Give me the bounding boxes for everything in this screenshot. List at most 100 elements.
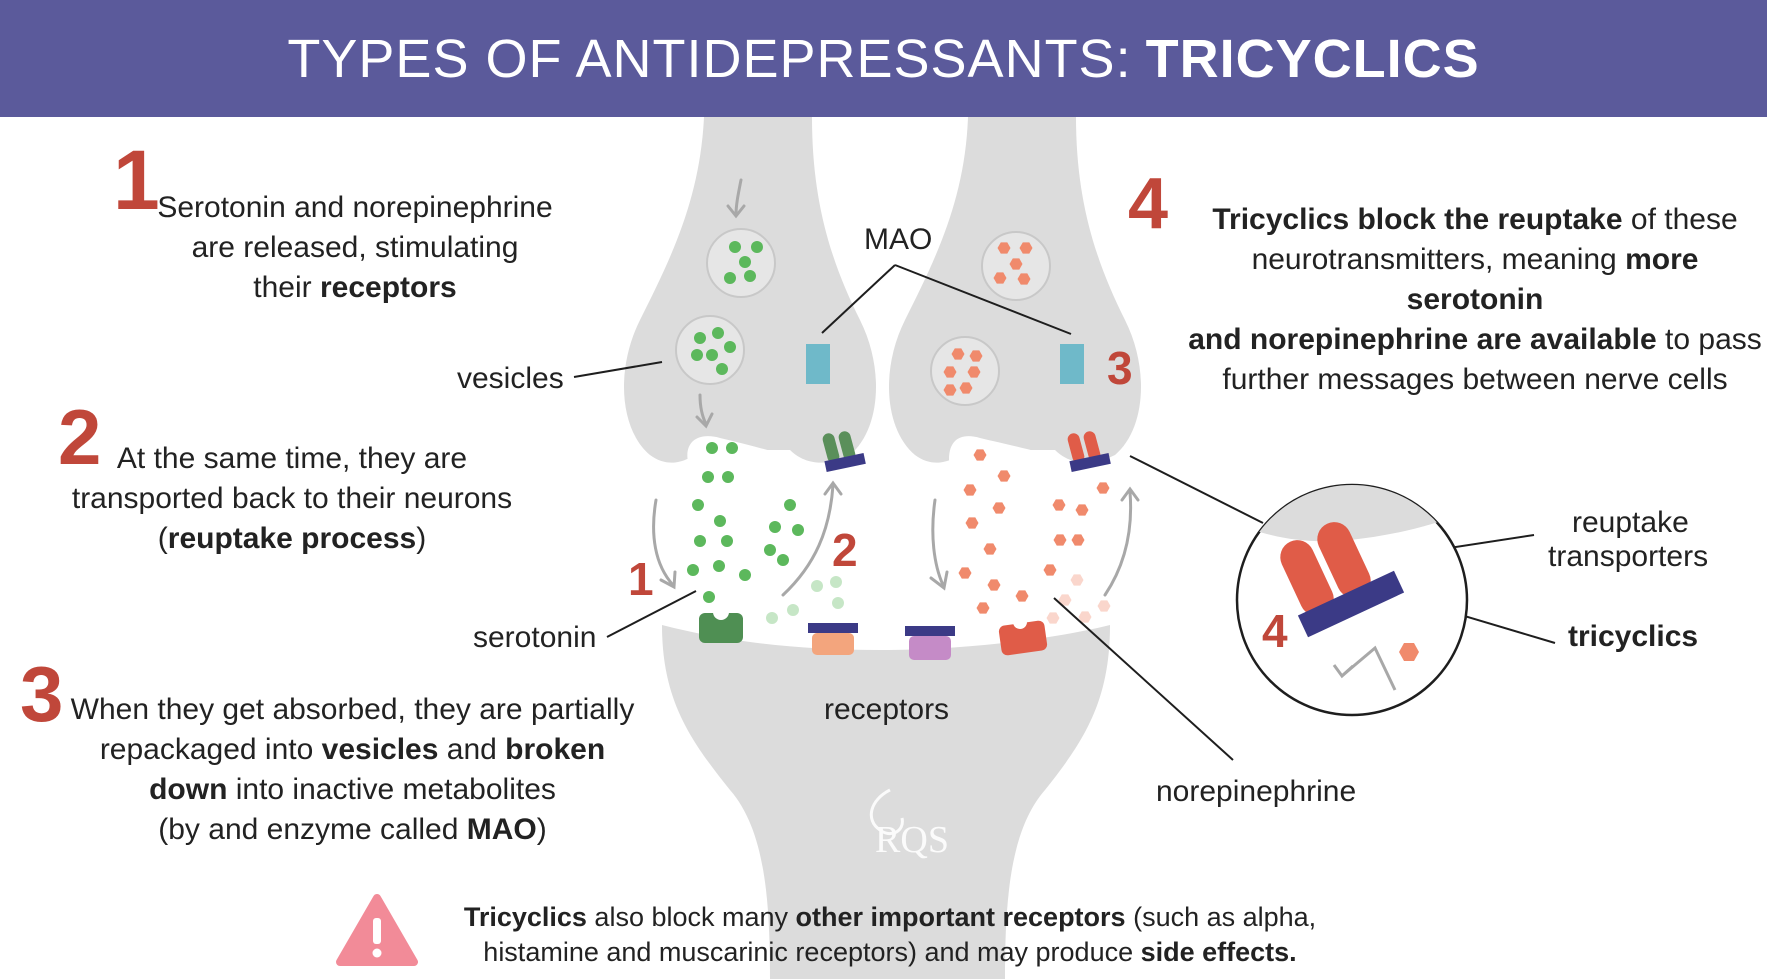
norepinephrine-molecule	[943, 384, 957, 396]
terminal-serotonin	[666, 436, 861, 620]
text-run: to pass	[1656, 323, 1762, 356]
text-run: (	[157, 522, 168, 555]
norepinephrine-molecule	[1043, 564, 1057, 576]
norepinephrine-molecule	[1097, 600, 1111, 612]
text-run-bold: receptors	[319, 271, 457, 304]
mao-enzyme-left	[806, 344, 830, 384]
serotonin-molecule	[787, 604, 799, 616]
diagram-marker-4: 4	[1262, 605, 1288, 657]
norepinephrine-molecule	[976, 602, 990, 614]
serotonin-molecule	[691, 349, 703, 361]
mao-enzyme-right	[1060, 344, 1084, 384]
norepinephrine-molecule	[967, 366, 981, 378]
serotonin-molecule	[751, 241, 763, 253]
norepinephrine-molecule	[983, 543, 997, 555]
norepinephrine-molecule	[997, 242, 1011, 254]
text-run-bold: side effects.	[1140, 937, 1297, 967]
norepinephrine-molecule	[1078, 611, 1092, 623]
step-number-2: 2	[58, 393, 102, 481]
norepinephrine-molecule	[973, 449, 987, 461]
label-mao: MAO	[864, 223, 933, 256]
text-run-bold: Tricyclics block the reuptake	[1212, 203, 1623, 236]
step-text-2: At the same time, they are transported ba…	[62, 439, 522, 559]
serotonin-molecule	[716, 363, 728, 375]
norepinephrine-molecule	[1052, 499, 1066, 511]
flow-arrows	[652, 178, 1140, 597]
text-run: When they get absorbed, they are partial…	[70, 693, 635, 726]
text-run: histamine and muscarinic receptors) and …	[483, 937, 1141, 967]
serotonin-molecule	[706, 442, 718, 454]
norepinephrine-molecule	[1053, 534, 1067, 546]
text-run: are released, stimulating	[191, 231, 519, 264]
norepinephrine-molecule	[1009, 258, 1023, 270]
serotonin-molecule	[739, 256, 751, 268]
text-run-bold: MAO	[466, 813, 537, 846]
text-run: (such as alpha,	[1125, 902, 1317, 932]
warning-icon	[336, 894, 418, 966]
serotonin-molecule	[777, 554, 789, 566]
neurotransmitter-molecules	[687, 241, 1111, 624]
norepinephrine-molecule	[1019, 242, 1033, 254]
norepinephrine-molecule	[1096, 482, 1110, 494]
text-run-bold: vesicles	[321, 733, 439, 766]
serotonin-molecule	[713, 560, 725, 572]
serotonin-molecule	[830, 576, 842, 588]
text-run: further messages between nerve cells	[1222, 363, 1728, 396]
serotonin-molecule	[766, 612, 778, 624]
step-number-3: 3	[20, 650, 64, 738]
text-run: also block many	[586, 902, 796, 932]
serotonin-molecule	[729, 241, 741, 253]
vesicle	[930, 336, 1000, 406]
serotonin-molecule	[764, 544, 776, 556]
norepinephrine-molecule	[1058, 594, 1072, 606]
serotonin-molecule	[784, 499, 796, 511]
diagram-marker-2: 2	[832, 524, 858, 576]
label-receptors: receptors	[824, 693, 950, 726]
serotonin-molecule	[792, 524, 804, 536]
text-run: into inactive metabolites	[227, 773, 556, 806]
serotonin-molecule	[703, 591, 715, 603]
label-tricyclics: tricyclics	[1568, 620, 1699, 653]
text-run: neurotransmitters, meaning	[1251, 243, 1626, 276]
text-run: (by and enzyme called	[158, 813, 467, 846]
text-run: At the same time, they are	[116, 442, 468, 475]
warning-text: Tricyclics also block many other importa…	[460, 900, 1320, 970]
label-serotonin: serotonin	[473, 621, 597, 654]
serotonin-molecule	[724, 272, 736, 284]
label-norepinephrine: norepinephrine	[1156, 775, 1357, 808]
page-title: TYPES OF ANTIDEPRESSANTS: TRICYCLICS	[0, 0, 1767, 117]
norepinephrine-molecule	[951, 348, 965, 360]
norepinephrine-molecule	[1015, 590, 1029, 602]
diagram-marker-1: 1	[628, 553, 654, 605]
text-run: their	[253, 271, 320, 304]
serotonin-molecule	[832, 597, 844, 609]
text-run: transported back to their neurons	[71, 482, 513, 515]
text-run-bold: down	[149, 773, 228, 806]
norepinephrine-molecule	[1070, 574, 1084, 586]
serotonin-molecule	[721, 535, 733, 547]
transporter-norepinephrine	[1067, 431, 1111, 473]
step-number-4: 4	[1128, 164, 1169, 244]
serotonin-molecule	[769, 521, 781, 533]
serotonin-molecule	[744, 270, 756, 282]
serotonin-molecule	[702, 471, 714, 483]
norepinephrine-molecule	[992, 502, 1006, 514]
text-run: and	[438, 733, 506, 766]
text-run-bold: Tricyclics	[463, 902, 587, 932]
rqs-logo: RQS	[869, 788, 949, 861]
receptor-tricyclic-blocked	[808, 623, 858, 655]
norepinephrine-molecule	[1017, 273, 1031, 285]
norepinephrine-molecule	[958, 567, 972, 579]
zoom-norepinephrine-molecule	[1399, 643, 1419, 661]
serotonin-molecule	[712, 327, 724, 339]
text-run-bold: more serotonin	[1406, 243, 1699, 316]
text-run-bold: broken	[505, 733, 606, 766]
serotonin-molecule	[694, 535, 706, 547]
text-run: )	[416, 522, 427, 555]
norepinephrine-molecule	[1075, 504, 1089, 516]
norepinephrine-molecule	[1071, 534, 1085, 546]
text-run-bold: reuptake process	[167, 522, 417, 555]
serotonin-molecule	[811, 580, 823, 592]
receptor-tricyclic-blocked-2	[905, 626, 955, 660]
text-run: )	[536, 813, 547, 846]
